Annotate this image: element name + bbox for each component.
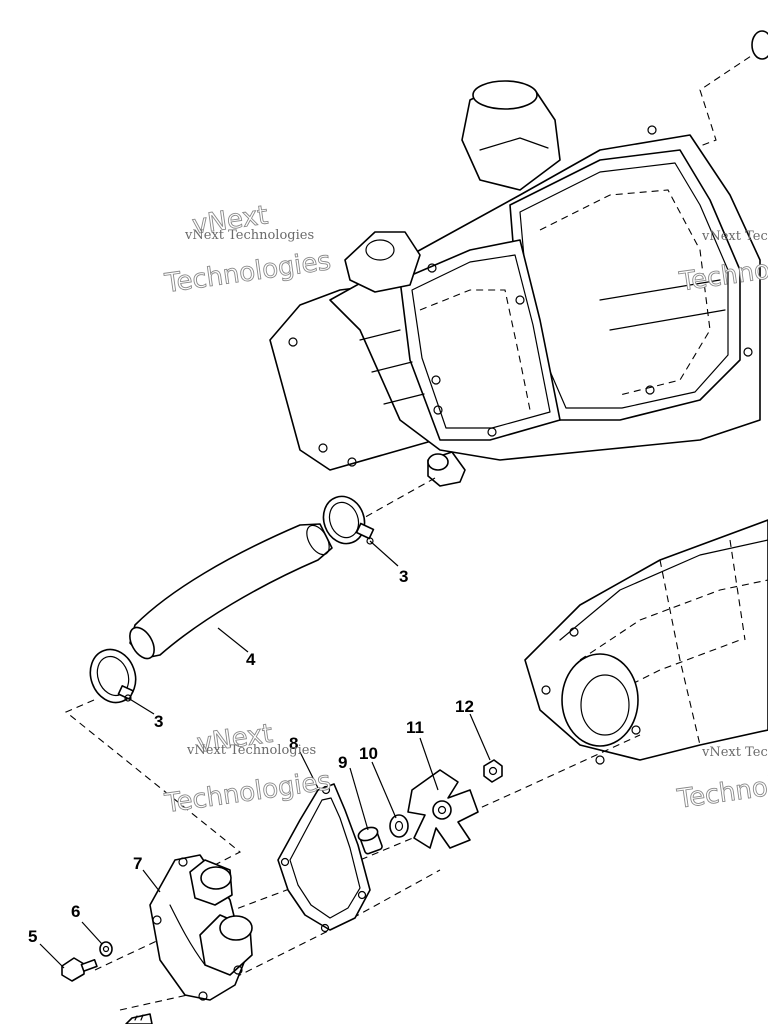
watermark-big-technologies: Technologies	[162, 246, 333, 299]
washer-small	[99, 941, 113, 957]
callout-9: 9	[338, 753, 347, 772]
pump-gasket	[277, 783, 371, 933]
water-pump-cover	[149, 854, 253, 1001]
callout-5: 5	[28, 927, 37, 946]
callout-3-lower: 3	[154, 712, 163, 731]
coolant-hose	[129, 523, 333, 660]
watermark-right-upper: vNext Technologie	[701, 229, 768, 244]
callout-8: 8	[289, 734, 298, 753]
bolt	[61, 957, 98, 982]
watermark-upper-left: vNext Technologies	[162, 200, 333, 300]
watermark-right-lower: vNext Technologie	[701, 745, 768, 760]
hose-clamp-upper	[322, 495, 375, 545]
watermark-right-lower-big: Technolo	[675, 769, 768, 815]
pump-seal	[357, 826, 383, 855]
crankcase	[524, 519, 768, 765]
watermark-small-upper: vNext Technologies	[184, 228, 314, 243]
callout-6: 6	[71, 902, 80, 921]
callout-10: 10	[359, 744, 378, 763]
callout-3-upper: 3	[399, 567, 408, 586]
impeller	[407, 769, 479, 849]
bolt-lower	[125, 1013, 153, 1024]
callout-11: 11	[406, 718, 424, 737]
callout-labels: 3 3 4 5 6 7 8 9 10 11 12	[28, 567, 474, 946]
watermark-small-lower: vNext Technologies	[186, 743, 316, 758]
callout-4: 4	[246, 650, 256, 669]
washer	[389, 814, 409, 838]
hose-clamp-lower	[89, 648, 137, 704]
leader-lines	[39, 540, 491, 969]
callout-7: 7	[133, 854, 142, 873]
callout-12: 12	[455, 697, 474, 716]
impeller-nut	[483, 759, 503, 783]
cylinder-head	[269, 30, 768, 487]
